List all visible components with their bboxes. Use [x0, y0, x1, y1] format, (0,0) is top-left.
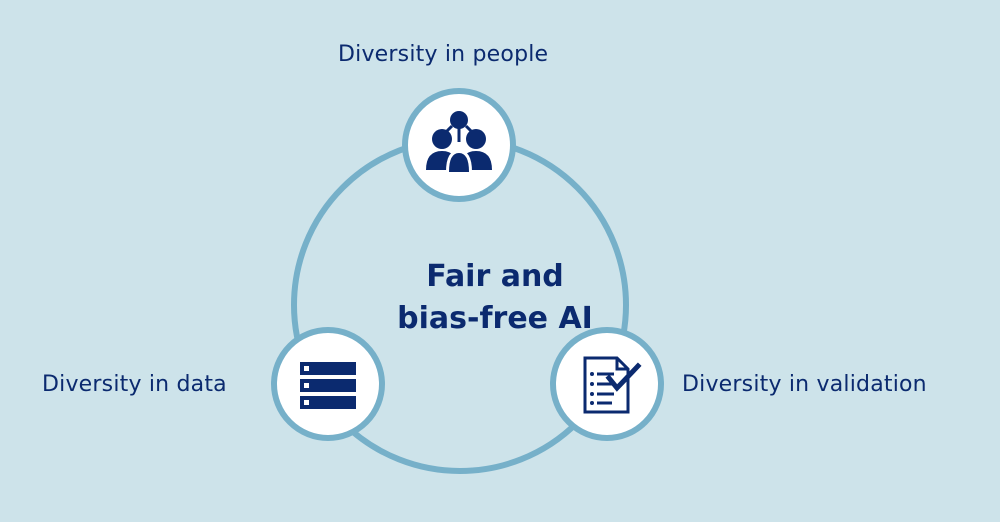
label-diversity-in-data: Diversity in data	[42, 372, 227, 397]
database-server-icon	[300, 362, 356, 409]
label-diversity-in-people: Diversity in people	[338, 42, 549, 67]
label-diversity-in-validation: Diversity in validation	[682, 372, 927, 397]
checklist-document-icon	[583, 356, 642, 414]
node-people	[402, 88, 516, 202]
node-validation	[550, 327, 664, 441]
people-group-icon	[426, 111, 492, 172]
center-title: Fair and bias-free AI	[330, 256, 660, 340]
node-data	[271, 327, 385, 441]
center-title-line2: bias-free AI	[397, 301, 593, 336]
node-people-circle	[402, 88, 516, 202]
center-title-line1: Fair and	[426, 259, 564, 294]
